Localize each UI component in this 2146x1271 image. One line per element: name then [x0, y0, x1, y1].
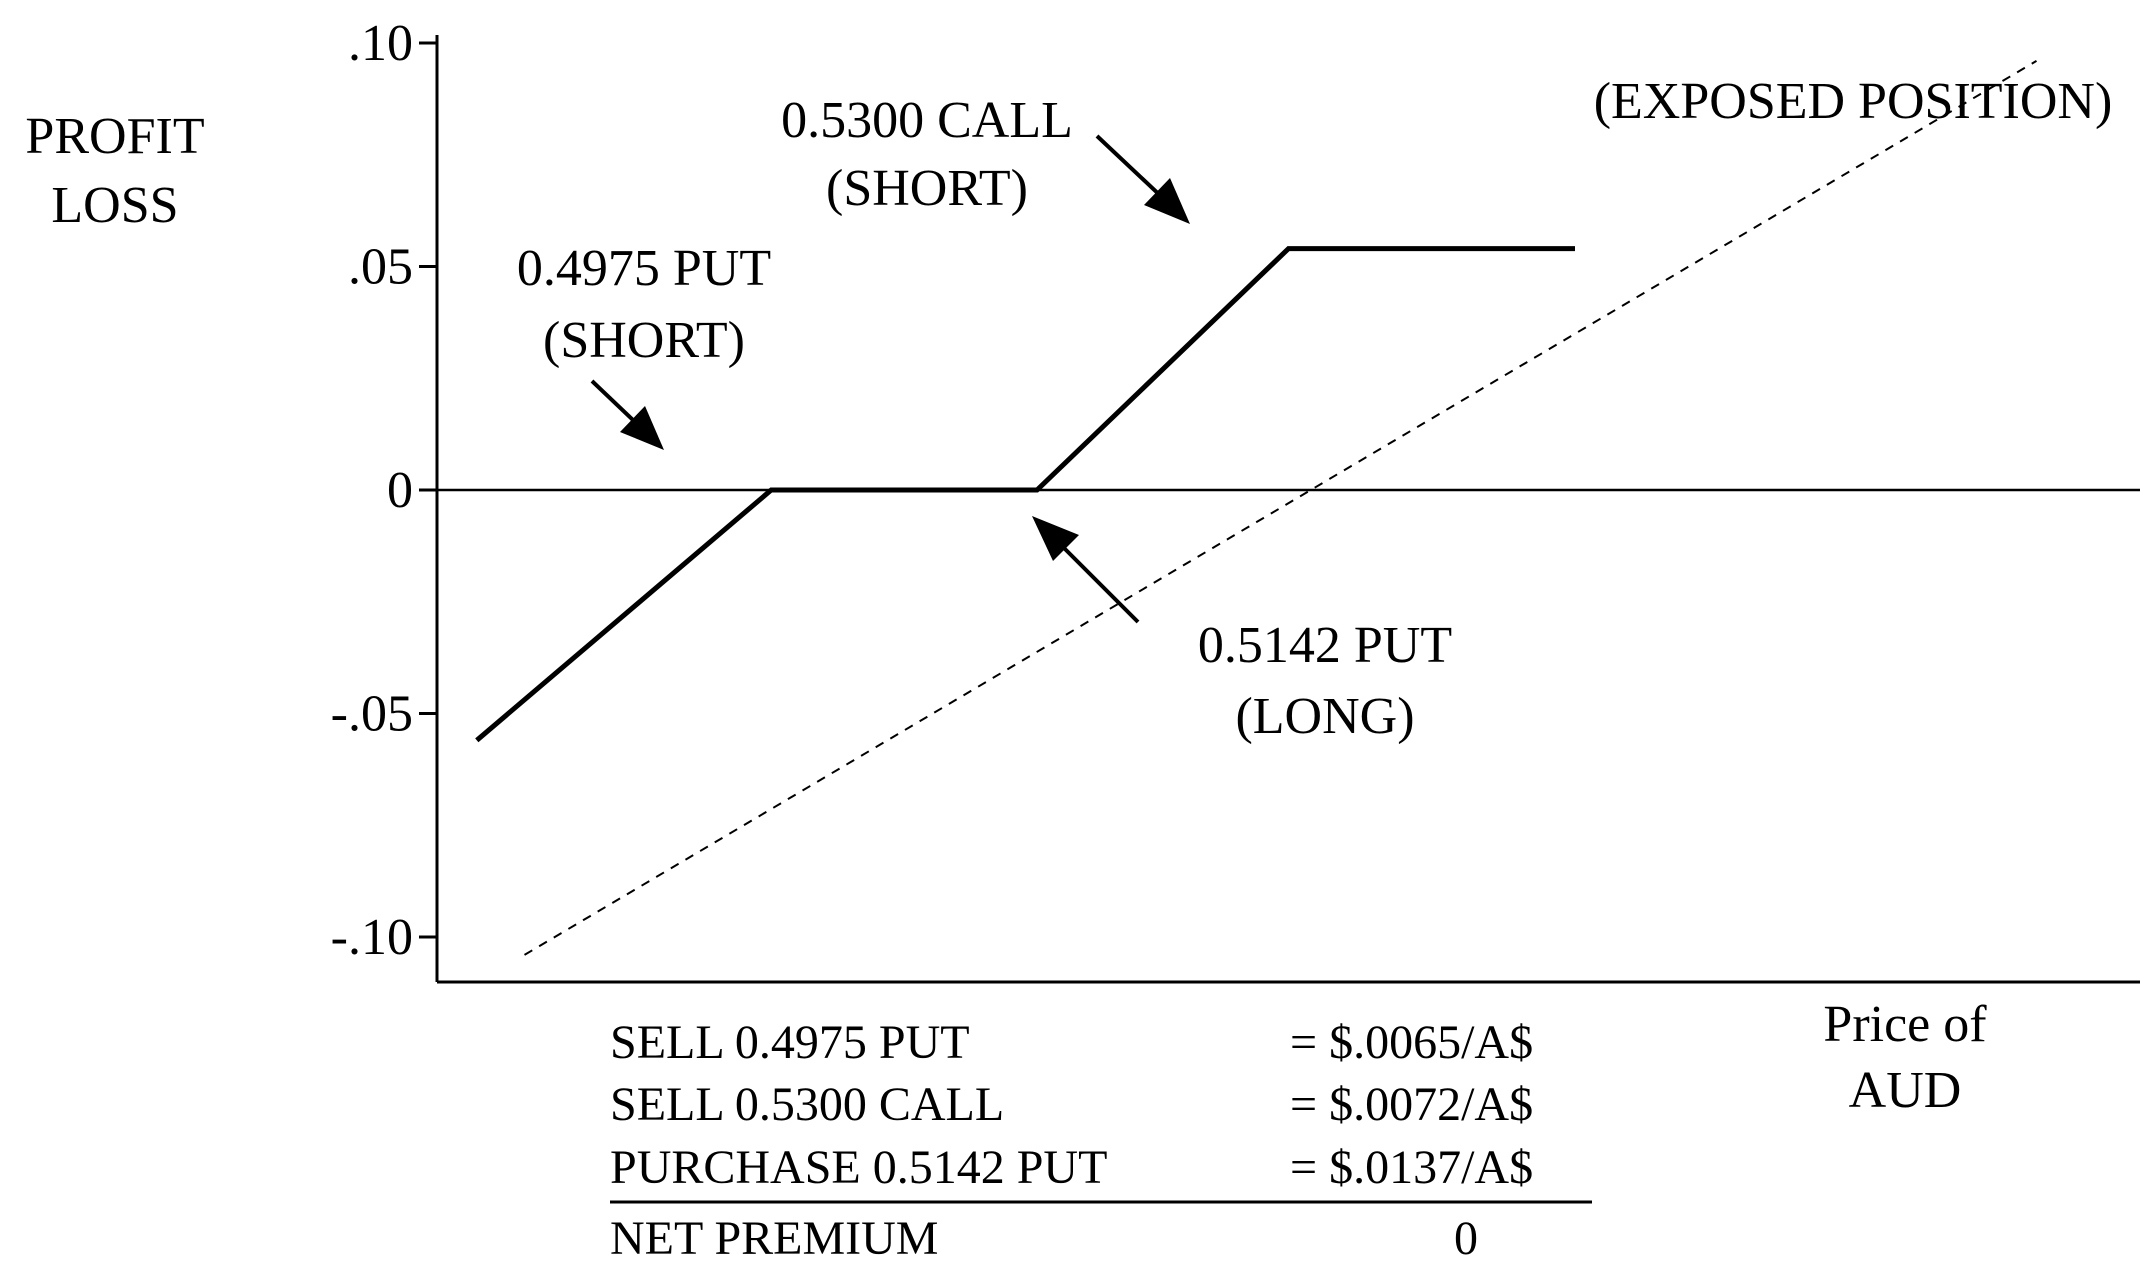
arrow-put-long: [1032, 516, 1140, 624]
y-tick-label: -.10: [331, 909, 413, 966]
annotation-put-long-line-1: 0.5142 PUT: [1198, 617, 1452, 674]
annotation-put-short-line-2: (SHORT): [543, 312, 745, 369]
annotation-put-short-line-1: 0.4975 PUT: [517, 240, 771, 297]
y-axis-label-line-1: PROFIT: [25, 108, 204, 165]
y-tick-label: -.05: [331, 686, 413, 743]
premium-total-value: 0: [1454, 1212, 1478, 1265]
y-ticks: .10 .05 0 -.05 -.10: [331, 15, 437, 966]
y-tick-label: .10: [348, 15, 413, 72]
y-tick-label: .05: [348, 239, 413, 296]
y-tick-label: 0: [387, 462, 413, 519]
annotation-call-short-line-1: 0.5300 CALL: [781, 92, 1073, 149]
premium-row-2-label: SELL 0.5300 CALL: [610, 1078, 1004, 1131]
chart-title: (EXPOSED POSITION): [1594, 73, 2113, 130]
premium-row-1-label: SELL 0.4975 PUT: [610, 1016, 970, 1069]
series-group: [475, 60, 2038, 956]
hedged-payoff-line: [475, 246, 1575, 743]
y-axis-label-line-2: LOSS: [51, 177, 178, 234]
arrow-put-short: [590, 379, 664, 450]
premium-row-3-value: = $.0137/A$: [1290, 1141, 1533, 1194]
premium-table: SELL 0.4975 PUT = $.0065/A$ SELL 0.5300 …: [610, 1016, 1592, 1265]
x-axis-label-line-1: Price of: [1823, 996, 1987, 1053]
premium-row-2-value: = $.0072/A$: [1290, 1078, 1533, 1131]
premium-row-3-label: PURCHASE 0.5142 PUT: [610, 1141, 1107, 1194]
annotation-put-long-line-2: (LONG): [1235, 688, 1414, 745]
x-axis-label-line-2: AUD: [1849, 1062, 1962, 1119]
annotation-call-short-line-2: (SHORT): [826, 160, 1028, 217]
unhedged-exposure-line: [523, 60, 2038, 956]
arrow-call-short: [1095, 134, 1190, 224]
premium-row-1-value: = $.0065/A$: [1290, 1016, 1533, 1069]
premium-total-label: NET PREMIUM: [610, 1212, 938, 1265]
